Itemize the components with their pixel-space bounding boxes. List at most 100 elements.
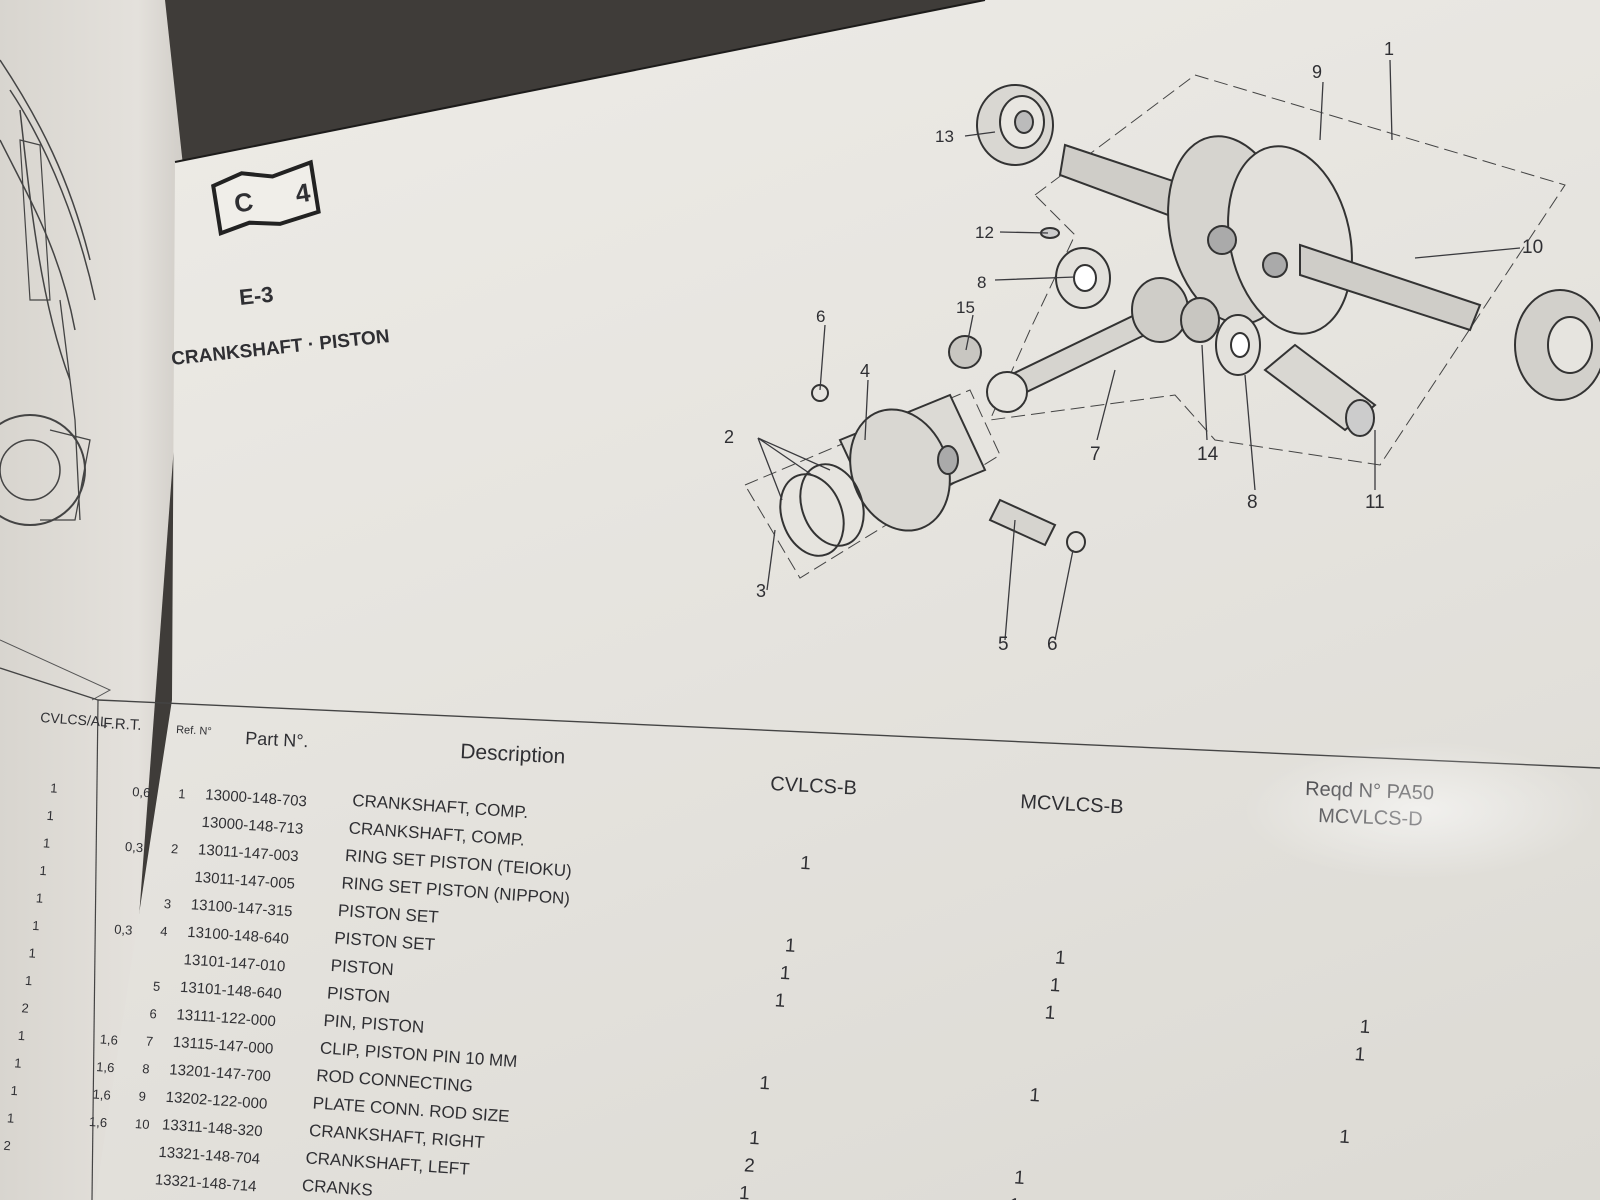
cell-frt: 0,3	[125, 839, 144, 855]
cell-desc: PISTON SET	[334, 928, 436, 954]
cell-desc: PIN, PISTON	[323, 1011, 425, 1037]
cell-ref: 1	[178, 786, 186, 801]
cell-ref: 3	[163, 896, 171, 911]
callout-13: 13	[935, 127, 954, 146]
col-header-description: Description	[460, 740, 566, 768]
previous-page-diagram	[0, 59, 112, 701]
cell-b: 1	[779, 963, 791, 985]
cell-left: 2	[21, 1000, 29, 1015]
cell-desc: PISTON	[330, 956, 394, 979]
cell-part: 13011-147-005	[194, 869, 296, 893]
col-header-left: CVLCS/AL	[40, 709, 109, 730]
callout-1: 1	[1384, 39, 1394, 59]
cell-frt: 1,6	[92, 1086, 111, 1102]
cell-part: 13201-147-700	[169, 1061, 272, 1085]
cell-desc: CLIP, PISTON PIN 10 MM	[319, 1038, 518, 1071]
cell-left: 1	[28, 945, 36, 960]
exploded-parts-diagram: 1 2 3 4 5 6 6 7 8 8 9 10 11 12 13 14 15	[724, 39, 1600, 655]
cell-desc: PISTON SET	[337, 901, 439, 927]
cell-mb: 1	[1049, 975, 1061, 997]
callout-6a: 6	[816, 307, 825, 326]
parts-table: CVLCS/AL F.R.T. Ref. N° Part N°. Descrip…	[0, 667, 1600, 1200]
cell-part: 13311-148-320	[162, 1116, 264, 1140]
callout-7: 7	[1090, 444, 1101, 465]
callout-10: 10	[1522, 237, 1543, 258]
cell-part: 13100-147-315	[190, 896, 293, 920]
cell-ref: 5	[153, 979, 161, 994]
col-header-part-no: Part N°.	[245, 728, 309, 751]
cell-frt: 1,6	[89, 1114, 108, 1130]
cell-desc: CRANKS	[301, 1176, 373, 1200]
cell-ref: 10	[135, 1116, 150, 1132]
callout-3: 3	[756, 581, 766, 601]
cell-desc: PISTON	[327, 983, 391, 1006]
section-badge: C 4	[211, 159, 330, 237]
cell-left: 1	[43, 835, 51, 850]
cell-frt: 0,6	[132, 784, 151, 800]
cell-b: 2	[743, 1155, 755, 1177]
cell-left: 1	[35, 890, 43, 905]
col-header-mcvlcs-d: MCVLCS-D	[1318, 805, 1423, 831]
cell-frt: 0,3	[114, 921, 133, 937]
cell-frt: 1,6	[99, 1031, 118, 1047]
cell-frt: 1,6	[96, 1059, 115, 1075]
callout-8b: 8	[1247, 492, 1258, 513]
cell-desc: CRANKSHAFT, COMP.	[352, 791, 529, 822]
cell-part: 13100-148-640	[187, 924, 290, 948]
cell-ref: 2	[171, 841, 179, 856]
col-header-ref: Ref. N°	[176, 724, 212, 738]
cell-mb: 1	[1008, 1195, 1020, 1200]
callout-14: 14	[1197, 444, 1219, 465]
cell-mb: 1	[1013, 1167, 1025, 1189]
callout-12: 12	[975, 223, 994, 242]
callout-5: 5	[998, 634, 1009, 655]
cell-part: 13101-147-010	[183, 951, 286, 975]
cell-ref: 6	[149, 1006, 157, 1021]
cell-part: 13000-148-713	[201, 814, 304, 838]
group-code: E-3	[238, 282, 275, 310]
cell-desc: PLATE CONN. ROD SIZE	[312, 1093, 510, 1126]
callout-8a: 8	[977, 273, 986, 292]
callout-2: 2	[724, 427, 734, 447]
cell-ref: 8	[142, 1061, 150, 1076]
piston	[838, 393, 987, 532]
bearing-13	[976, 84, 1054, 166]
cell-ref: 7	[145, 1034, 153, 1049]
cell-left: 1	[10, 1083, 18, 1098]
crank-webs	[1167, 135, 1353, 335]
cell-left: 1	[50, 780, 58, 795]
cell-b: 1	[774, 990, 786, 1012]
col-header-reqd: Reqd N° PA50	[1305, 778, 1435, 804]
cell-part: 13011-147-003	[198, 841, 300, 865]
cell-ref: 9	[138, 1089, 146, 1104]
cell-desc: CRANKSHAFT, LEFT	[305, 1148, 470, 1178]
cell-left: 1	[46, 808, 54, 823]
col-header-cvlcs-b: CVLCS-B	[770, 773, 858, 800]
col-header-frt: F.R.T.	[103, 715, 142, 734]
cell-left: 1	[7, 1110, 15, 1125]
cell-left: 1	[25, 973, 33, 988]
cell-desc: CRANKSHAFT, COMP.	[348, 818, 525, 849]
cell-left: 2	[3, 1138, 11, 1153]
cell-part: 13202-122-000	[165, 1089, 268, 1113]
cell-part: 13321-148-704	[158, 1144, 261, 1168]
group-title: CRANKSHAFT · PISTON	[170, 326, 390, 370]
callout-9: 9	[1312, 62, 1322, 82]
cell-part: 13115-147-000	[172, 1034, 274, 1058]
cell-md: 1	[1359, 1017, 1371, 1039]
cell-b: 1	[738, 1183, 750, 1200]
cell-left: 1	[39, 863, 47, 878]
cell-mb: 1	[1054, 947, 1066, 969]
cell-ref: 4	[160, 924, 168, 939]
cell-part: 13101-148-640	[180, 979, 283, 1003]
cell-part: 13000-148-703	[205, 786, 308, 810]
col-header-mcvlcs-b: MCVLCS-B	[1020, 791, 1124, 818]
cell-mb: 1	[1029, 1085, 1041, 1107]
callout-4: 4	[860, 361, 870, 381]
cell-b: 1	[749, 1128, 761, 1150]
cell-b: 1	[759, 1073, 771, 1095]
cell-md: 1	[1354, 1044, 1366, 1066]
cell-left: 1	[32, 918, 40, 933]
